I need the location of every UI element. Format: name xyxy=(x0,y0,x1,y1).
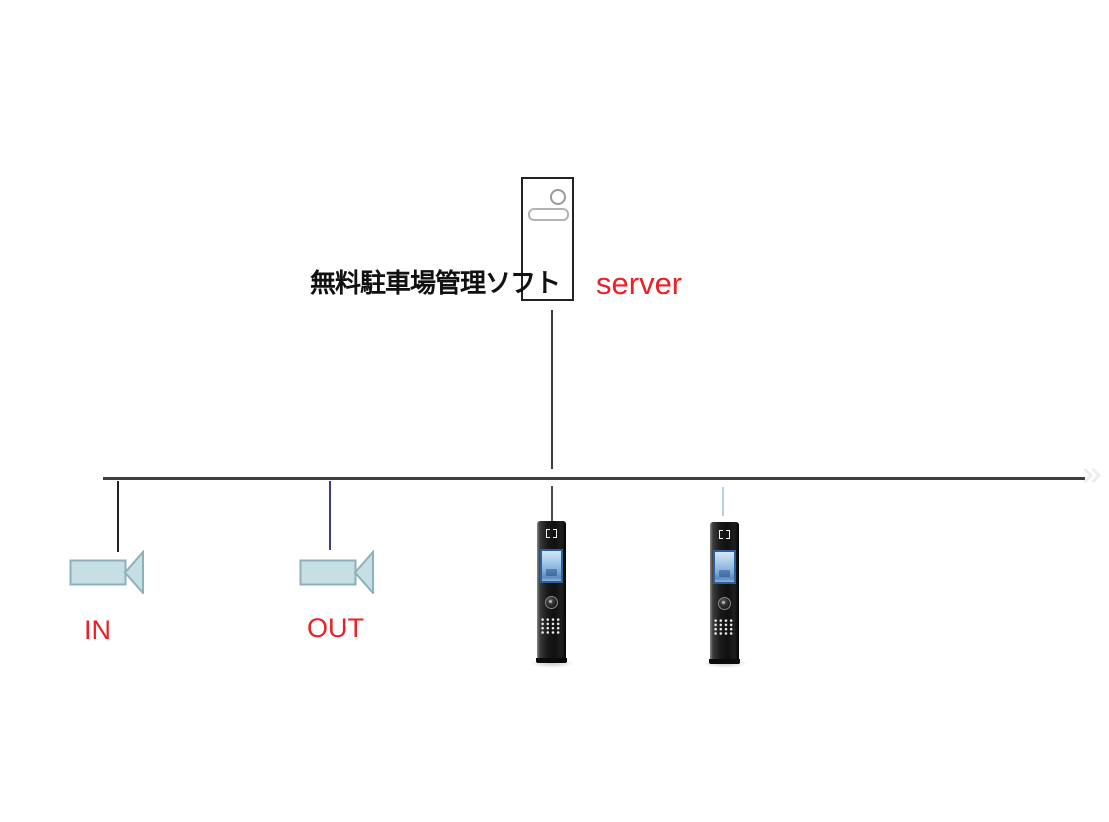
network-bus-line xyxy=(103,477,1085,480)
camera-out-connection-line xyxy=(329,481,331,550)
kiosk2-connection-line xyxy=(722,487,724,516)
camera-out-label: OUT xyxy=(307,613,364,643)
camera-in-connection-line xyxy=(117,481,119,552)
kiosk1-shadow xyxy=(529,659,575,668)
camera-lens-icon xyxy=(718,597,731,610)
camera-lens-icon xyxy=(545,596,558,609)
kiosk-terminal-1 xyxy=(536,521,567,663)
software-title-label: 無料駐車場管理ソフト xyxy=(310,269,561,298)
server-power-button-icon xyxy=(550,189,566,205)
server-tower xyxy=(521,177,574,301)
scan-frame-icon xyxy=(719,530,730,539)
kiosk-screen xyxy=(540,549,563,583)
server-label: server xyxy=(596,266,683,301)
kiosk1-connection-line xyxy=(551,486,553,521)
kiosk-base xyxy=(709,659,740,664)
camera-in-label: IN xyxy=(84,615,111,645)
camera-out-icon xyxy=(299,550,374,594)
keypad-icon xyxy=(541,618,562,635)
kiosk-screen xyxy=(713,550,736,584)
keypad-icon xyxy=(714,619,735,636)
kiosk-base xyxy=(536,658,567,663)
bus-line-end-arrow-ghost xyxy=(1077,467,1102,484)
server-connection-line xyxy=(551,310,553,469)
server-drive-slot-icon xyxy=(528,208,569,221)
kiosk-terminal-2 xyxy=(709,522,740,664)
camera-in-icon xyxy=(69,550,144,594)
scan-frame-icon xyxy=(546,529,557,538)
